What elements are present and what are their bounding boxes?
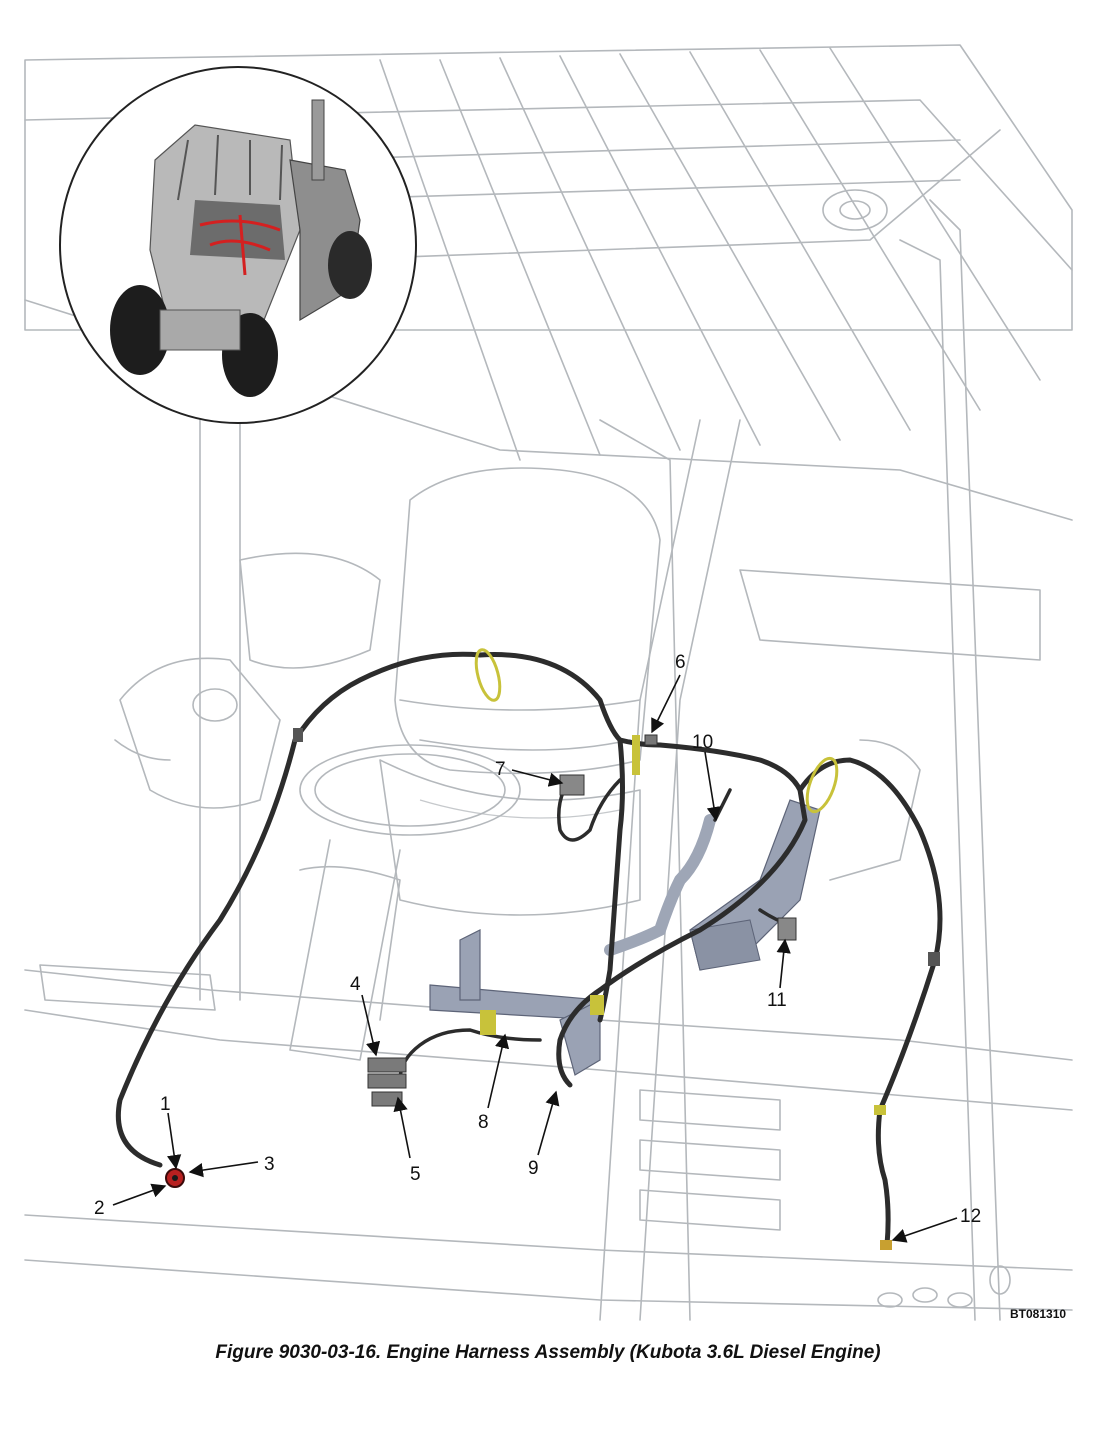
callout-3: 3 — [264, 1154, 275, 1175]
floor-and-deck — [24, 569, 1073, 1311]
callout-2: 2 — [94, 1198, 105, 1219]
bracket-right — [689, 799, 821, 971]
harness-figure: 1 2 3 4 5 6 7 8 9 10 11 12 BT081310 — [24, 44, 1073, 1321]
figure-caption: Figure 9030-03-16. Engine Harness Assemb… — [215, 1342, 881, 1363]
callout-5: 5 — [410, 1164, 421, 1185]
callout-7: 7 — [495, 759, 506, 780]
leader-5 — [393, 1096, 411, 1159]
callout-11: 11 — [767, 990, 787, 1011]
leader-2 — [112, 1183, 167, 1206]
callout-leaders — [112, 674, 958, 1243]
cab-posts — [199, 199, 1001, 1321]
leader-9 — [537, 1090, 560, 1156]
leader-3 — [188, 1161, 259, 1178]
leader-12 — [891, 1217, 958, 1243]
leader-8 — [487, 1033, 510, 1109]
leader-6 — [651, 674, 681, 734]
leader-4 — [361, 994, 381, 1057]
inset-truck-overview-icon — [59, 66, 417, 424]
bracket-left — [429, 929, 601, 1076]
callout-1: 1 — [160, 1094, 171, 1115]
leader-11 — [776, 938, 791, 989]
figure-ref-code: BT081310 — [1010, 1307, 1066, 1321]
connector-icons — [165, 728, 940, 1250]
callout-10: 10 — [692, 732, 713, 753]
engine-harness — [115, 651, 943, 1248]
steering-wheel — [289, 744, 521, 1061]
callout-4: 4 — [350, 974, 361, 995]
leader-7 — [511, 769, 564, 787]
left-console — [114, 552, 381, 809]
harness-clip-icons — [474, 648, 886, 1115]
leader-10 — [704, 751, 722, 822]
pipe — [604, 814, 716, 956]
callout-6: 6 — [675, 652, 686, 673]
callout-9: 9 — [528, 1158, 539, 1179]
harness-illustration: 1 2 3 4 5 6 7 8 9 10 11 12 BT081310 — [24, 44, 1073, 1321]
callout-12: 12 — [960, 1206, 981, 1227]
callout-numbers: 1 2 3 4 5 6 7 8 9 10 11 12 — [94, 652, 981, 1227]
callout-8: 8 — [478, 1112, 489, 1133]
leader-1 — [167, 1112, 182, 1170]
